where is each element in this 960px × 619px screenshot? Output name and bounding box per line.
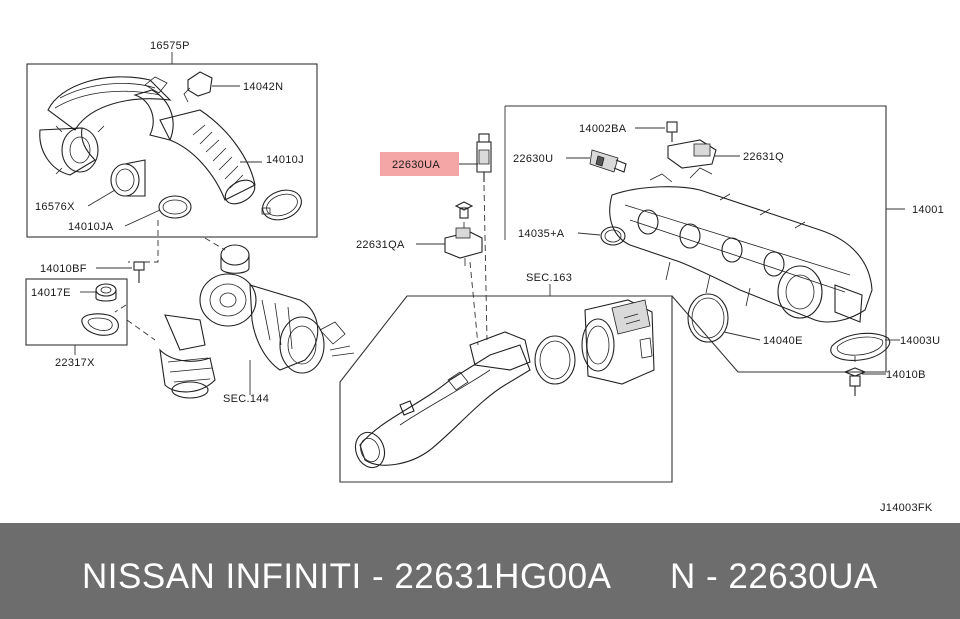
gasket-14040E [687, 293, 729, 343]
label-14017E: 14017E [31, 287, 71, 299]
gasket-14035A [600, 226, 626, 246]
label-14003U: 14003U [900, 335, 940, 347]
bolt-14010BF [133, 261, 145, 283]
nissan-part-number: N - 22630UA [670, 557, 878, 596]
bolt-14002BA [666, 121, 678, 142]
gasket-group-box [25, 278, 128, 346]
label-22631Q: 22631Q [743, 151, 784, 163]
sleeve-16576X [110, 159, 146, 197]
throttle-body [581, 299, 655, 385]
label-14002BA: 14002BA [579, 123, 627, 135]
clamp-14010JA [158, 195, 192, 219]
temperature-sensor-22630UA [476, 133, 492, 182]
label-22317X: 22317X [55, 357, 95, 369]
sensor-22630U [589, 149, 627, 173]
label-14010BF: 14010BF [40, 263, 87, 275]
pressure-sensor-22631QA [444, 227, 483, 266]
label-14001: 14001 [912, 204, 944, 216]
intake-manifold [609, 167, 873, 323]
o-ring [534, 335, 576, 385]
corrugated-tube [159, 109, 256, 205]
sensor-14042N [183, 71, 213, 103]
label-22631QA: 22631QA [356, 239, 405, 251]
intake-manifold-box [505, 105, 887, 373]
label-14042N: 14042N [243, 81, 283, 93]
label-22630UA: 22630UA [392, 159, 440, 171]
pressure-sensor-22631Q [667, 139, 717, 169]
grommet-14017E [95, 283, 117, 302]
diagram-code: J14003FK [880, 502, 933, 514]
gasket-14003U [830, 332, 891, 361]
throttle-group-box [339, 295, 673, 483]
parts-diagram: 16575P 14042N 14010J 16576X [25, 40, 944, 514]
bolt-center [454, 201, 474, 219]
label-14010J: 14010J [266, 154, 304, 166]
label-SEC144: SEC.144 [223, 393, 269, 405]
label-16575P: 16575P [150, 40, 190, 52]
inlet-tube [354, 331, 531, 469]
label-16576X: 16576X [35, 201, 75, 213]
air-duct-hose [39, 76, 174, 176]
label-SEC163: SEC.163 [526, 272, 572, 284]
gasket-22317X [81, 313, 119, 336]
part-number-banner: NISSAN INFINITI - 22631HG00A N - 22630UA [0, 523, 960, 619]
highlight-22630UA [380, 152, 459, 176]
label-14040E: 14040E [763, 335, 803, 347]
bolt-14010B [843, 367, 867, 396]
clamp-14010J [261, 189, 302, 221]
turbocharger [159, 244, 355, 399]
label-22630U: 22630U [513, 153, 553, 165]
label-14010B: 14010B [886, 369, 926, 381]
label-14035A: 14035+A [518, 228, 565, 240]
oem-part-number: NISSAN INFINITI - 22631HG00A [82, 557, 612, 596]
label-14010JA: 14010JA [68, 221, 114, 233]
